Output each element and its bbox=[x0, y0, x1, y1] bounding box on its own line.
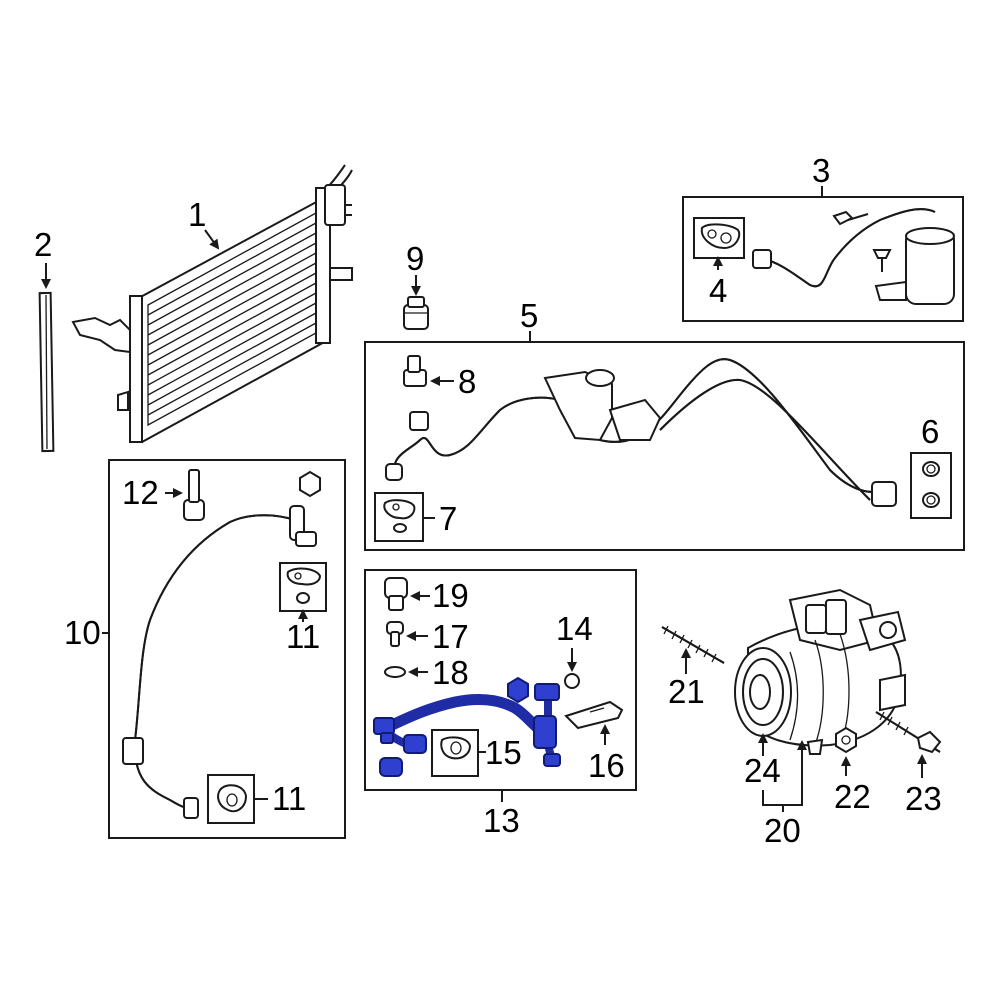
valve-part-12[interactable] bbox=[183, 469, 205, 521]
callout-12: 12 bbox=[122, 474, 159, 511]
callout-11-upper: 11 bbox=[286, 618, 320, 655]
callout-10: 10 bbox=[64, 614, 101, 651]
callout-23: 23 bbox=[905, 780, 942, 817]
seal-kit-part-15[interactable] bbox=[431, 729, 479, 777]
accumulator-assembly[interactable] bbox=[752, 208, 955, 305]
cap-part-9[interactable] bbox=[403, 296, 429, 330]
discharge-hose-assembly[interactable] bbox=[122, 505, 317, 819]
callout-21: 21 bbox=[668, 673, 705, 710]
callout-1: 1 bbox=[188, 196, 206, 233]
callout-2: 2 bbox=[34, 226, 52, 263]
o-ring-part-14[interactable] bbox=[564, 673, 580, 689]
liquid-line-assembly[interactable] bbox=[385, 358, 897, 507]
callout-9: 9 bbox=[406, 240, 424, 277]
leader-1 bbox=[204, 229, 220, 250]
callout-17: 17 bbox=[432, 618, 469, 655]
valve-part-8[interactable] bbox=[403, 355, 427, 387]
seal-kit-part-11-lower[interactable] bbox=[207, 774, 255, 824]
callout-7: 7 bbox=[439, 500, 457, 537]
callout-6: 6 bbox=[921, 413, 939, 450]
callout-19: 19 bbox=[432, 577, 469, 614]
callout-16: 16 bbox=[588, 747, 625, 784]
callout-8: 8 bbox=[458, 363, 476, 400]
callout-24: 24 bbox=[744, 752, 781, 789]
seal-kit-part-11-upper[interactable] bbox=[279, 562, 327, 612]
callout-4: 4 bbox=[709, 272, 727, 309]
bolt-part-21[interactable] bbox=[661, 625, 725, 664]
callout-20: 20 bbox=[764, 812, 801, 849]
box-part-10 bbox=[108, 459, 346, 839]
callout-22: 22 bbox=[834, 778, 871, 815]
seal-kit-part-4[interactable] bbox=[693, 217, 745, 259]
highlighted-suction-hose-part-13[interactable] bbox=[373, 676, 561, 777]
o-ring-kit-part-6[interactable] bbox=[910, 452, 952, 519]
valve-core-part-17[interactable] bbox=[386, 621, 404, 647]
bracket-part-16[interactable] bbox=[564, 700, 624, 730]
callout-3: 3 bbox=[812, 152, 830, 189]
callout-5: 5 bbox=[520, 297, 538, 334]
seal-kit-part-7[interactable] bbox=[374, 492, 424, 542]
box-part-13 bbox=[364, 569, 637, 791]
box-part-5 bbox=[364, 341, 965, 551]
nut-part[interactable] bbox=[299, 470, 321, 498]
bolt-part-23[interactable] bbox=[875, 711, 942, 754]
condenser-part-1[interactable] bbox=[71, 164, 353, 444]
callout-15: 15 bbox=[485, 734, 522, 771]
callout-18: 18 bbox=[432, 654, 469, 691]
compressor-assembly[interactable] bbox=[734, 588, 907, 755]
seal-strip-part-2[interactable] bbox=[38, 291, 55, 453]
callout-13: 13 bbox=[483, 802, 520, 839]
callout-11-lower: 11 bbox=[272, 780, 306, 817]
nut-part-22[interactable] bbox=[835, 726, 857, 754]
sensor-part-19[interactable] bbox=[384, 577, 408, 611]
callout-14: 14 bbox=[556, 610, 593, 647]
o-ring-part-18[interactable] bbox=[384, 666, 406, 678]
